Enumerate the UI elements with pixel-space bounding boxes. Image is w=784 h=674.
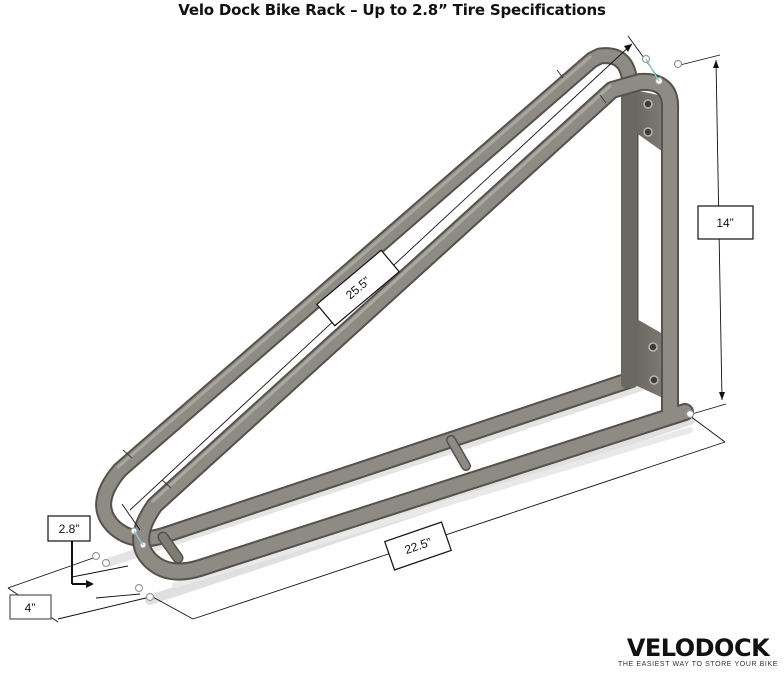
anchor-point-icons xyxy=(91,54,695,602)
svg-text:2.8”: 2.8” xyxy=(59,522,80,536)
brand-tagline: THE EASIEST WAY TO STORE YOUR BIKE xyxy=(617,661,779,668)
front-tube-frame xyxy=(122,69,694,581)
dim-label-width: 4” xyxy=(9,594,52,620)
dim-label-tire-width: 2.8” xyxy=(47,515,91,542)
cross-bars xyxy=(157,435,471,564)
dim-label-diagonal: 25.5” xyxy=(315,249,401,327)
page-title: Velo Dock Bike Rack – Up to 2.8” Tire Sp… xyxy=(178,1,606,19)
arrowhead-icons xyxy=(624,44,725,400)
brand-wordmark: VELODOCK xyxy=(626,634,770,662)
dim-label-base: 22.5” xyxy=(383,521,453,571)
brand-logo: VELODOCK THE EASIEST WAY TO STORE YOUR B… xyxy=(612,636,784,668)
tire-width-arrow xyxy=(71,541,94,588)
bolt-hole-icons xyxy=(643,99,659,385)
dim-label-height: 14” xyxy=(697,205,754,240)
svg-text:4”: 4” xyxy=(25,601,36,615)
svg-text:14”: 14” xyxy=(716,216,733,230)
anchor-link xyxy=(645,58,660,82)
anchor-link-left xyxy=(133,530,144,546)
